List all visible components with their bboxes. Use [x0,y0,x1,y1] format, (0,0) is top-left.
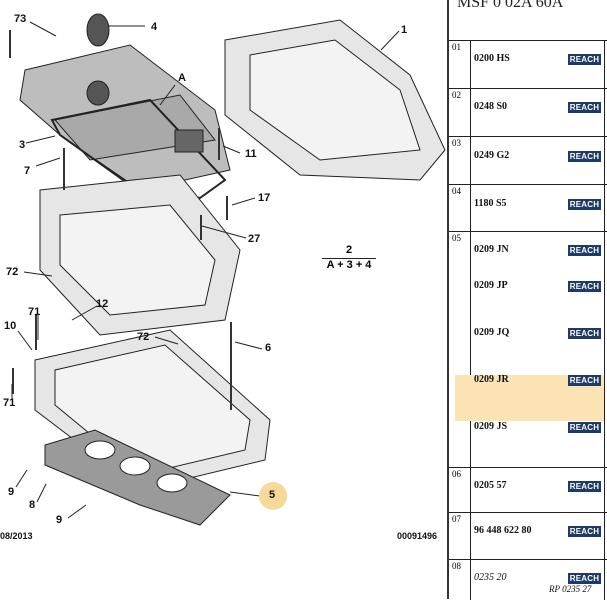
parts-table: MSF 0 02A 60A 01 0200 HS REACH 02 0248 S… [447,0,607,600]
callout-5[interactable]: 5 [269,489,276,501]
selected-callout-highlight [259,482,287,510]
callout-9[interactable]: 9 [8,486,15,498]
callout-72[interactable]: 72 [6,266,19,278]
table-row[interactable]: 08 0235 20 REACH [449,559,607,600]
table-row[interactable]: 04 1180 S5 REACH [449,184,607,232]
reach-badge[interactable]: REACH [568,151,601,162]
assembly-formula: 2 A + 3 + 4 [318,244,380,271]
row-edge [604,560,607,600]
reach-badge[interactable]: REACH [568,573,601,584]
row-number: 03 [449,137,471,185]
reach-badge[interactable]: REACH [568,102,601,113]
part-number[interactable]: 0249 G2 [474,150,510,161]
row-number: 08 [449,560,471,600]
row-edge [604,41,607,89]
part-number[interactable]: 0209 JS [474,421,508,432]
reach-badge[interactable]: REACH [568,328,601,339]
reach-badge[interactable]: REACH [568,526,601,537]
table-row[interactable]: 07 96 448 622 80 REACH [449,512,607,560]
callout-73[interactable]: 73 [14,13,27,25]
part-number[interactable]: 0248 S0 [474,101,508,112]
row-number: 05 [449,232,471,468]
callout-6[interactable]: 6 [265,342,272,354]
callout-4[interactable]: 4 [151,21,158,33]
table-row[interactable]: 03 0249 G2 REACH [449,136,607,185]
row-edge [604,137,607,185]
part-number-selected[interactable]: 0209 JR [474,374,509,385]
reach-badge[interactable]: REACH [568,199,601,210]
reach-badge[interactable]: REACH [568,481,601,492]
reach-badge[interactable]: REACH [568,375,601,386]
part-number[interactable]: 0205 57 [474,480,507,491]
table-row[interactable]: 02 0248 S0 REACH [449,88,607,137]
part-number[interactable]: 0200 HS [474,53,510,64]
callout-72b[interactable]: 72 [137,331,150,343]
part-number[interactable]: 1180 S5 [474,198,507,209]
row-number: 02 [449,89,471,137]
table-row[interactable]: 06 0205 57 REACH [449,467,607,513]
row-edge [604,513,607,560]
callout-1[interactable]: 1 [401,24,408,36]
row-number: 07 [449,513,471,560]
table-footer: RP 0235 27 [549,584,592,594]
callout-11[interactable]: 11 [245,148,257,160]
row-number: 01 [449,41,471,89]
diagram-date: 08/2013 [0,531,33,541]
table-header: MSF 0 02A 60A [457,0,564,11]
reach-badge[interactable]: REACH [568,54,601,65]
row-edge [604,89,607,137]
callout-7[interactable]: 7 [24,165,31,177]
callout-17[interactable]: 17 [258,192,271,204]
table-row: 05 0209 JN REACH 0209 JP REACH 0209 JQ R… [449,231,607,468]
formula-bottom: A + 3 + 4 [326,259,372,271]
callout-71b[interactable]: 71 [3,397,16,409]
exploded-parts-diagram: 73 4 1 A 3 7 11 17 27 72 12 71 10 72 6 7… [0,13,446,541]
row-edge [604,185,607,232]
diagram-artwork [9,13,446,526]
part-number[interactable]: 96 448 622 80 [474,525,532,536]
callout-9b[interactable]: 9 [56,514,63,526]
reach-badge[interactable]: REACH [568,281,601,292]
callout-71[interactable]: 71 [28,306,41,318]
row-number: 06 [449,468,471,513]
callout-a[interactable]: A [178,72,186,84]
callout-3[interactable]: 3 [19,139,26,151]
reach-badge[interactable]: REACH [568,422,601,433]
reach-badge[interactable]: REACH [568,245,601,256]
formula-top: 2 [345,244,353,256]
part-number[interactable]: 0209 JP [474,280,508,291]
callout-10[interactable]: 10 [4,320,17,332]
callout-8[interactable]: 8 [29,499,36,511]
row-edge [604,468,607,513]
row-edge [604,232,607,468]
callout-12[interactable]: 12 [96,298,109,310]
part-number[interactable]: 0235 20 [474,572,507,583]
part-number[interactable]: 0209 JN [474,244,509,255]
part-number[interactable]: 0209 JQ [474,327,510,338]
table-row[interactable]: 01 0200 HS REACH [449,40,607,89]
diagram-ref: 00091496 [397,531,438,541]
row-number: 04 [449,185,471,232]
formula-divider [322,258,376,259]
callout-27[interactable]: 27 [248,233,261,245]
